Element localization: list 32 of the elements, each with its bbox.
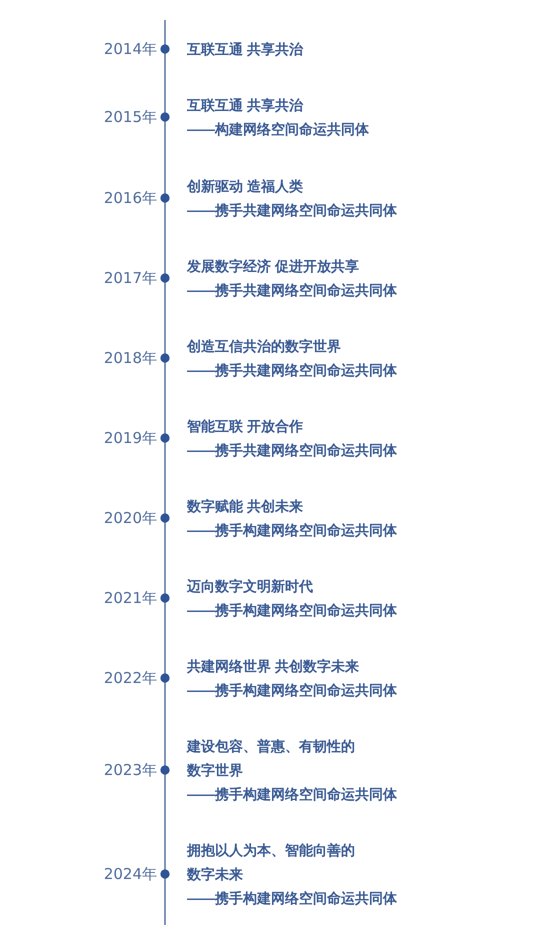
subtitle-text: ——携手构建网络空间命运共同体 bbox=[187, 889, 397, 908]
year-label: 2014年 bbox=[104, 39, 157, 59]
year-label: 2024年 bbox=[104, 864, 157, 884]
theme-text: 智能互联 开放合作 bbox=[187, 417, 304, 436]
subtitle-text: ——携手构建网络空间命运共同体 bbox=[187, 601, 397, 620]
theme-text: 创新驱动 造福人类 bbox=[187, 177, 304, 196]
year-label: 2023年 bbox=[104, 760, 157, 780]
theme-text: 互联互通 共享共治 bbox=[187, 96, 304, 115]
subtitle-text: ——携手共建网络空间命运共同体 bbox=[187, 201, 397, 220]
theme-text: 迈向数字文明新时代 bbox=[187, 577, 314, 596]
theme-text: 数字赋能 共创未来 bbox=[187, 497, 304, 516]
theme-text: 共建网络世界 共创数字未来 bbox=[187, 657, 360, 676]
year-label: 2017年 bbox=[104, 268, 157, 288]
year-label: 2015年 bbox=[104, 107, 157, 127]
theme-text: 拥抱以人为本、智能向善的数字未来 bbox=[187, 841, 356, 884]
year-label: 2021年 bbox=[104, 588, 157, 608]
subtitle-text: ——携手共建网络空间命运共同体 bbox=[187, 361, 397, 380]
year-label: 2020年 bbox=[104, 508, 157, 528]
subtitle-text: ——携手构建网络空间命运共同体 bbox=[187, 785, 397, 804]
theme-text: 建设包容、普惠、有韧性的数字世界 bbox=[187, 737, 356, 780]
subtitle-text: ——携手共建网络空间命运共同体 bbox=[187, 281, 397, 300]
theme-text: 创造互信共治的数字世界 bbox=[187, 337, 342, 356]
subtitle-text: ——携手构建网络空间命运共同体 bbox=[187, 681, 397, 700]
year-label: 2018年 bbox=[104, 348, 157, 368]
subtitle-text: ——携手构建网络空间命运共同体 bbox=[187, 521, 397, 540]
subtitle-text: ——构建网络空间命运共同体 bbox=[187, 120, 369, 139]
year-label: 2016年 bbox=[104, 188, 157, 208]
theme-text: 发展数字经济 促进开放共享 bbox=[187, 257, 360, 276]
subtitle-text: ——携手共建网络空间命运共同体 bbox=[187, 441, 397, 460]
year-label: 2022年 bbox=[104, 668, 157, 688]
theme-text: 互联互通 共享共治 bbox=[187, 40, 303, 59]
year-label: 2019年 bbox=[104, 428, 157, 448]
